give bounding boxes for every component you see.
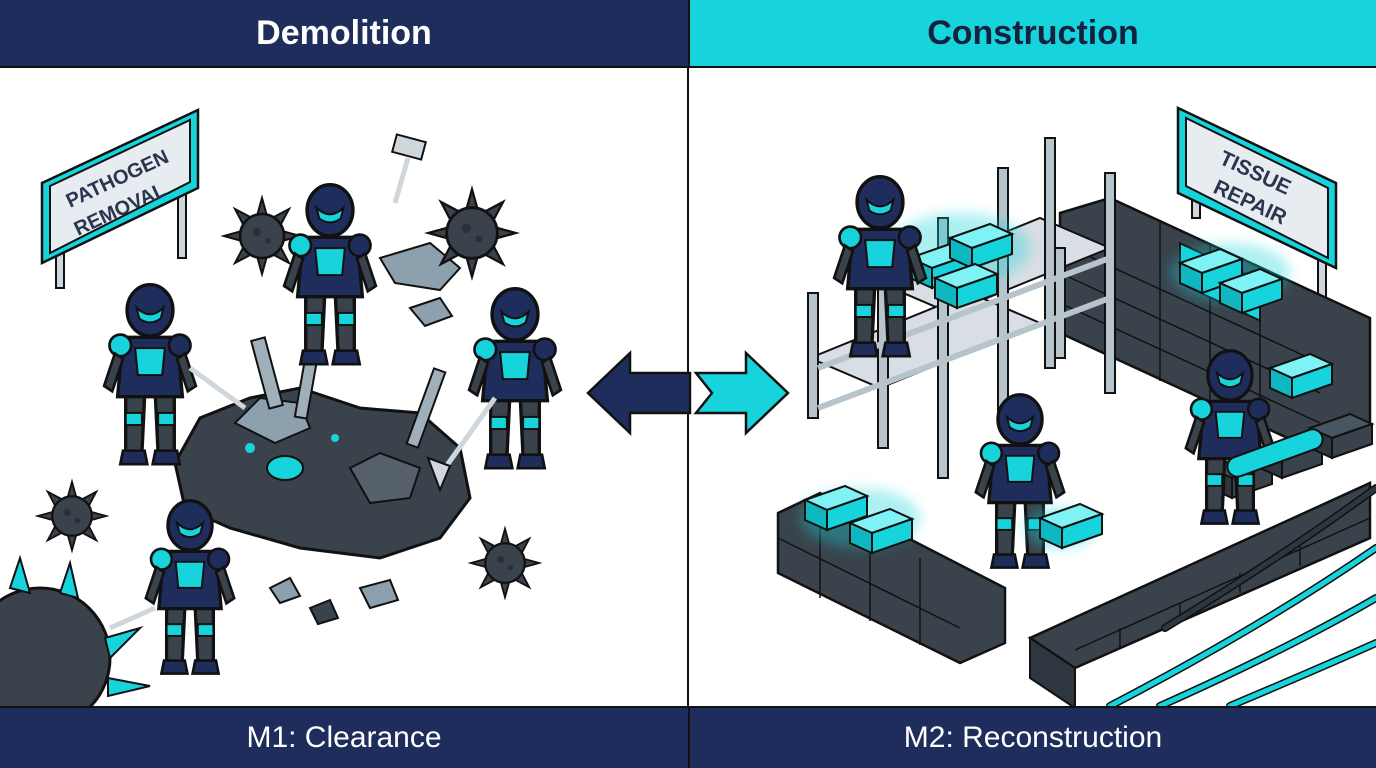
- construction-title: Construction: [927, 14, 1139, 53]
- pathogen-germ: [428, 189, 515, 276]
- arrow-right-icon: [696, 353, 788, 433]
- worker-hammer: [284, 185, 376, 365]
- transition-arrows: [588, 353, 788, 433]
- arrow-left-icon: [588, 353, 690, 433]
- brick-wall-left: [778, 486, 1005, 663]
- pathogen-germ: [224, 198, 300, 274]
- hammer-tool: [392, 134, 426, 203]
- shovel-handle: [190, 368, 245, 408]
- worker-crouching: [146, 501, 234, 674]
- construction-scene: TISSUE REPAIR: [778, 108, 1376, 706]
- worker-shovel: [104, 285, 196, 465]
- pathogen-removal-sign: PATHOGEN REMOVAL: [42, 110, 198, 288]
- demolition-title: Demolition: [256, 14, 432, 53]
- pathogen-germ: [471, 529, 539, 597]
- demolition-scene: PATHOGEN REMOVAL: [0, 110, 561, 706]
- worker-pickaxe: [469, 289, 561, 469]
- clearance-footer: M1: Clearance: [0, 706, 688, 768]
- large-pathogen: [0, 558, 150, 706]
- demolition-header: Demolition: [0, 0, 688, 68]
- clearance-label: M1: Clearance: [246, 721, 441, 755]
- construction-header: Construction: [688, 0, 1376, 68]
- scene-illustration: PATHOGEN REMOVAL: [0, 68, 1376, 706]
- reconstruction-label: M2: Reconstruction: [904, 721, 1162, 755]
- reconstruction-footer: M2: Reconstruction: [688, 706, 1376, 768]
- pathogen-germ: [38, 482, 106, 550]
